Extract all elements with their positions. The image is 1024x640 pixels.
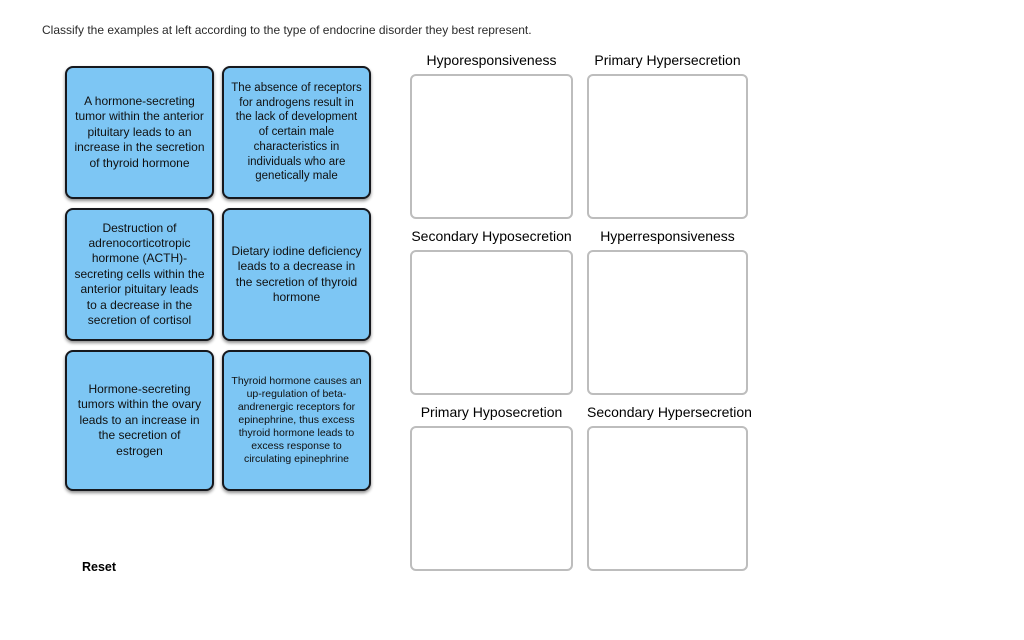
reset-button[interactable]: Reset bbox=[82, 560, 117, 574]
bin-primary-hypersecretion: Primary Hypersecretion bbox=[587, 52, 748, 219]
bin-dropzone-secondary-hyposecretion[interactable] bbox=[410, 250, 573, 395]
drop-bins-panel: Hyporesponsiveness Primary Hypersecretio… bbox=[410, 52, 752, 571]
card-thyroid-beta-receptor-upregulation[interactable]: Thyroid hormone causes an up-regulation … bbox=[222, 350, 371, 491]
bin-dropzone-hyporesponsiveness[interactable] bbox=[410, 74, 573, 219]
bin-hyporesponsiveness: Hyporesponsiveness bbox=[410, 52, 573, 219]
bin-primary-hyposecretion: Primary Hyposecretion bbox=[410, 404, 573, 571]
bin-label-primary-hyposecretion: Primary Hyposecretion bbox=[420, 404, 563, 420]
bin-hyperresponsiveness: Hyperresponsiveness bbox=[587, 228, 748, 395]
card-anterior-pituitary-tumor-thyroid[interactable]: A hormone-secreting tumor within the ant… bbox=[65, 66, 214, 199]
bin-dropzone-secondary-hypersecretion[interactable] bbox=[587, 426, 748, 571]
bin-label-hyperresponsiveness: Hyperresponsiveness bbox=[600, 228, 735, 244]
card-ovary-tumor-estrogen[interactable]: Hormone-secreting tumors within the ovar… bbox=[65, 350, 214, 491]
bin-label-primary-hypersecretion: Primary Hypersecretion bbox=[594, 52, 741, 68]
card-acth-cell-destruction[interactable]: Destruction of adrenocorticotropic hormo… bbox=[65, 208, 214, 341]
bin-secondary-hypersecretion: Secondary Hypersecretion bbox=[587, 404, 752, 571]
draggable-cards-panel: A hormone-secreting tumor within the ant… bbox=[65, 66, 371, 491]
bin-dropzone-hyperresponsiveness[interactable] bbox=[587, 250, 748, 395]
bin-label-secondary-hyposecretion: Secondary Hyposecretion bbox=[411, 228, 572, 244]
card-absent-androgen-receptors[interactable]: The absence of receptors for androgens r… bbox=[222, 66, 371, 199]
instruction-text: Classify the examples at left according … bbox=[42, 23, 532, 37]
bin-label-secondary-hypersecretion: Secondary Hypersecretion bbox=[587, 404, 752, 420]
bin-secondary-hyposecretion: Secondary Hyposecretion bbox=[410, 228, 573, 395]
card-iodine-deficiency[interactable]: Dietary iodine deficiency leads to a dec… bbox=[222, 208, 371, 341]
bin-dropzone-primary-hypersecretion[interactable] bbox=[587, 74, 748, 219]
bin-label-hyporesponsiveness: Hyporesponsiveness bbox=[426, 52, 557, 68]
bin-dropzone-primary-hyposecretion[interactable] bbox=[410, 426, 573, 571]
